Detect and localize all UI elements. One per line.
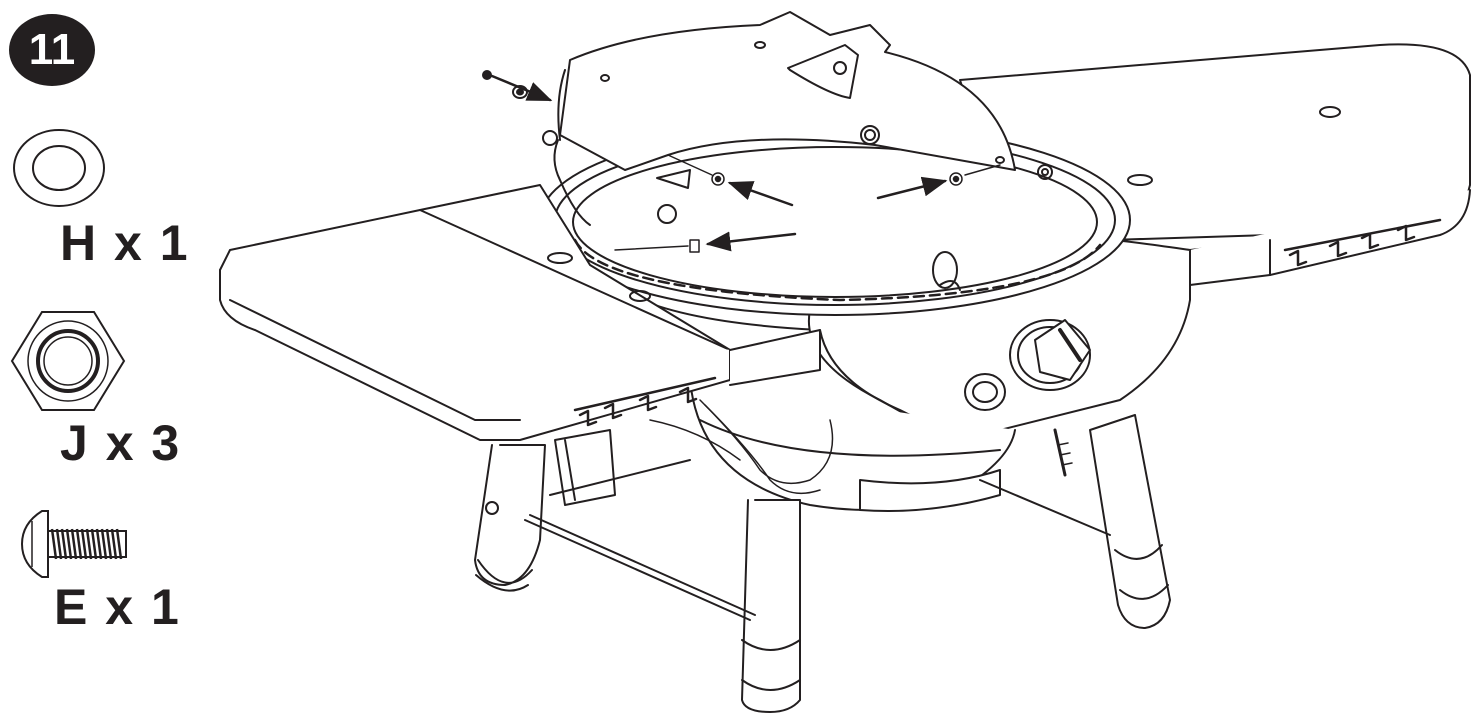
- left-utensil-hooks: [573, 376, 717, 427]
- part-e-label: E x 1: [54, 579, 181, 635]
- washer-icon: [13, 129, 105, 207]
- assembly-arrows: [490, 74, 948, 252]
- screw-icon: [20, 510, 127, 578]
- alignment-guide-lines: [614, 154, 1001, 251]
- hex-nut-callouts: [689, 172, 963, 253]
- leg-front-left: [474, 444, 546, 592]
- leg-crossbars: [524, 459, 1111, 621]
- step-number-badge: 11: [9, 14, 95, 86]
- wind-shield-panel: [542, 11, 1053, 226]
- part-h-label: H x 1: [60, 215, 190, 271]
- igniter-button: [964, 373, 1006, 411]
- leg-back-right: [1089, 414, 1171, 629]
- control-knob: [1009, 319, 1091, 391]
- hex-nut-icon: [10, 311, 126, 411]
- leg-front-center: [741, 499, 801, 713]
- step-number: 11: [28, 25, 76, 74]
- left-side-shelf: [219, 184, 821, 441]
- part-j-label: J x 3: [60, 415, 182, 471]
- right-utensil-hooks: [1283, 218, 1442, 267]
- screw-washer-callout: [482, 70, 528, 99]
- regulator-bracket: [554, 429, 616, 506]
- gas-wiring: [649, 399, 1073, 495]
